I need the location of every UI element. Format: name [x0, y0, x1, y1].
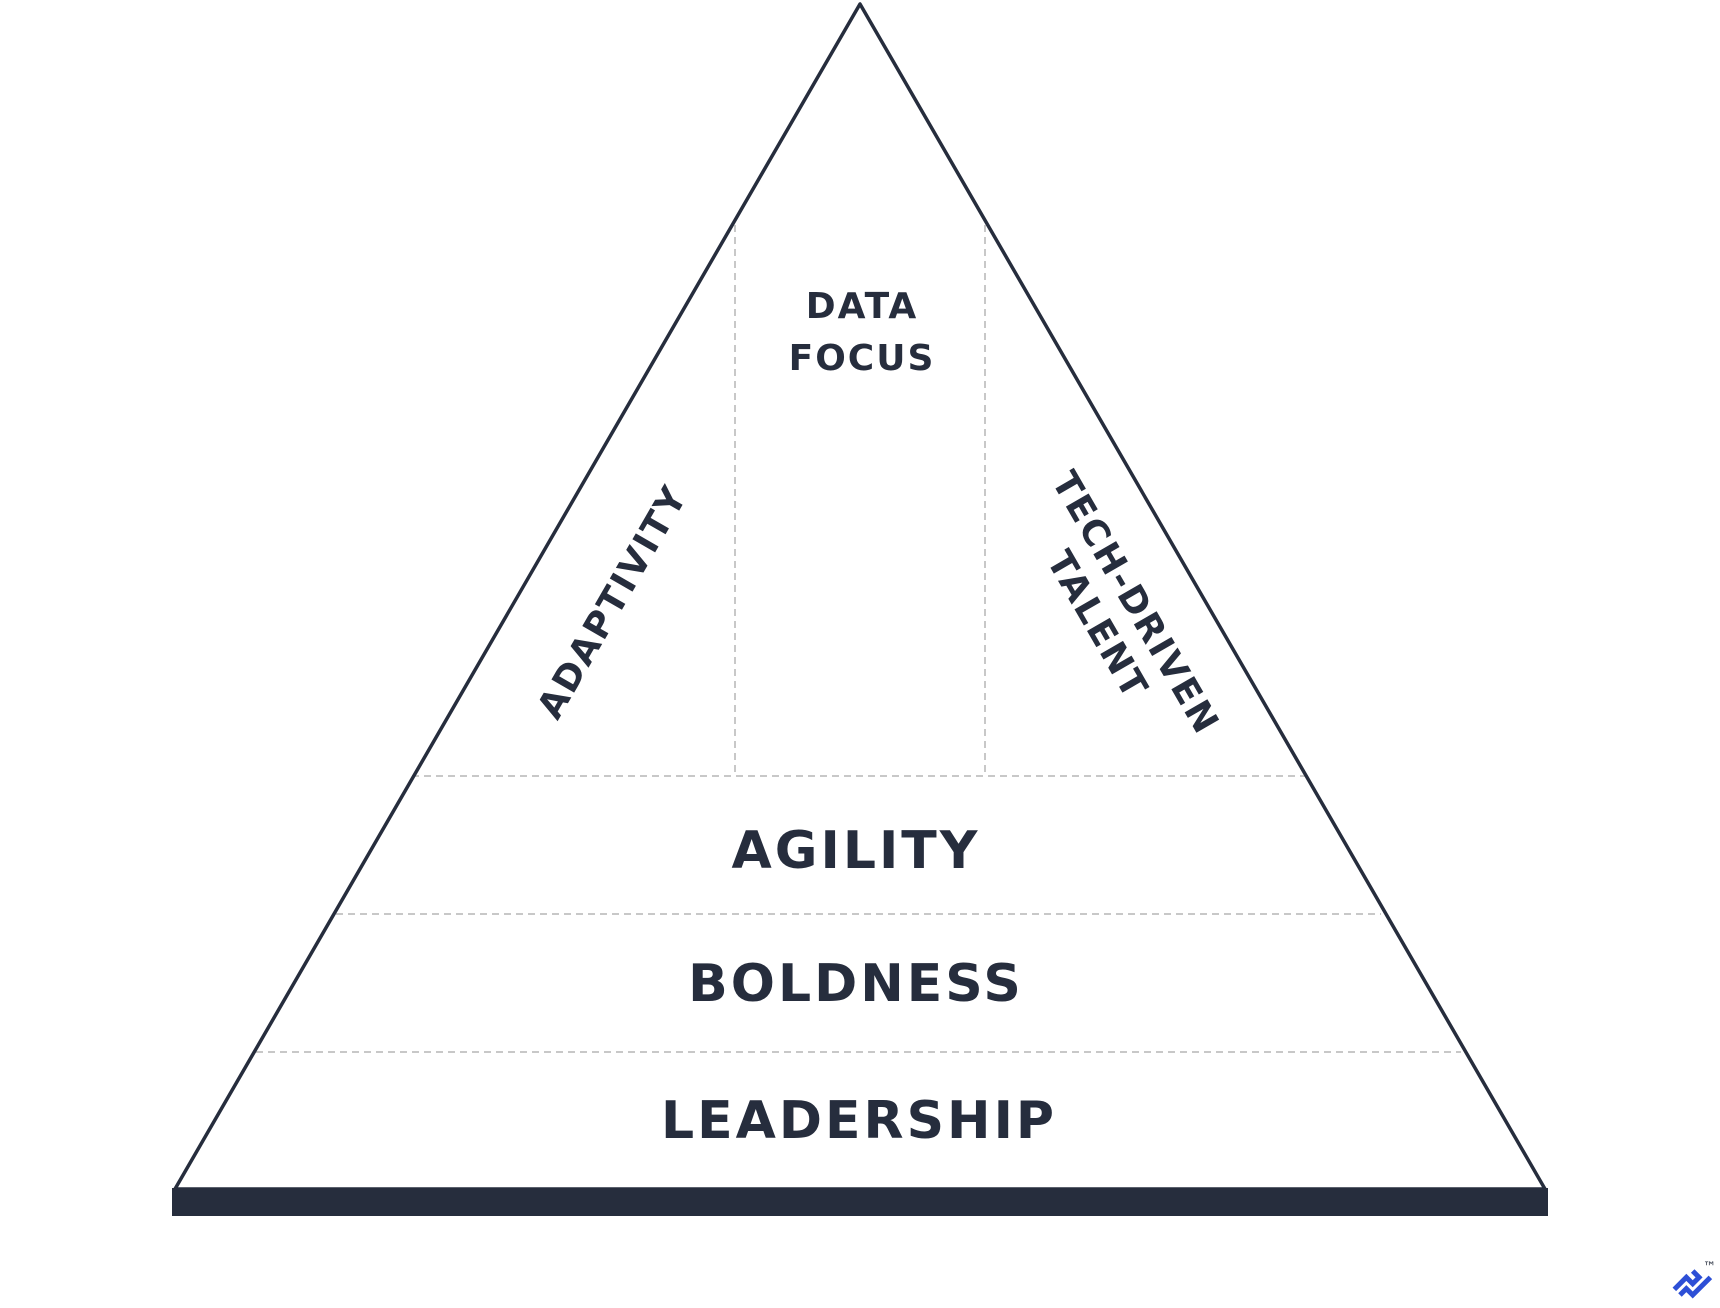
label-data-focus-line2: FOCUS	[789, 338, 936, 379]
label-data-focus-line1: DATA	[806, 286, 919, 327]
tier-agility: AGILITY	[732, 821, 981, 881]
trademark-symbol: ™	[1703, 1260, 1716, 1275]
dividers	[256, 225, 1461, 1053]
pyramid-base-bar	[172, 1188, 1548, 1216]
tier-leadership: LEADERSHIP	[661, 1091, 1057, 1151]
tier-boldness: BOLDNESS	[688, 954, 1024, 1014]
label-adaptivity: ADAPTIVITY	[530, 479, 696, 726]
toptal-logo-icon	[1672, 1269, 1713, 1299]
